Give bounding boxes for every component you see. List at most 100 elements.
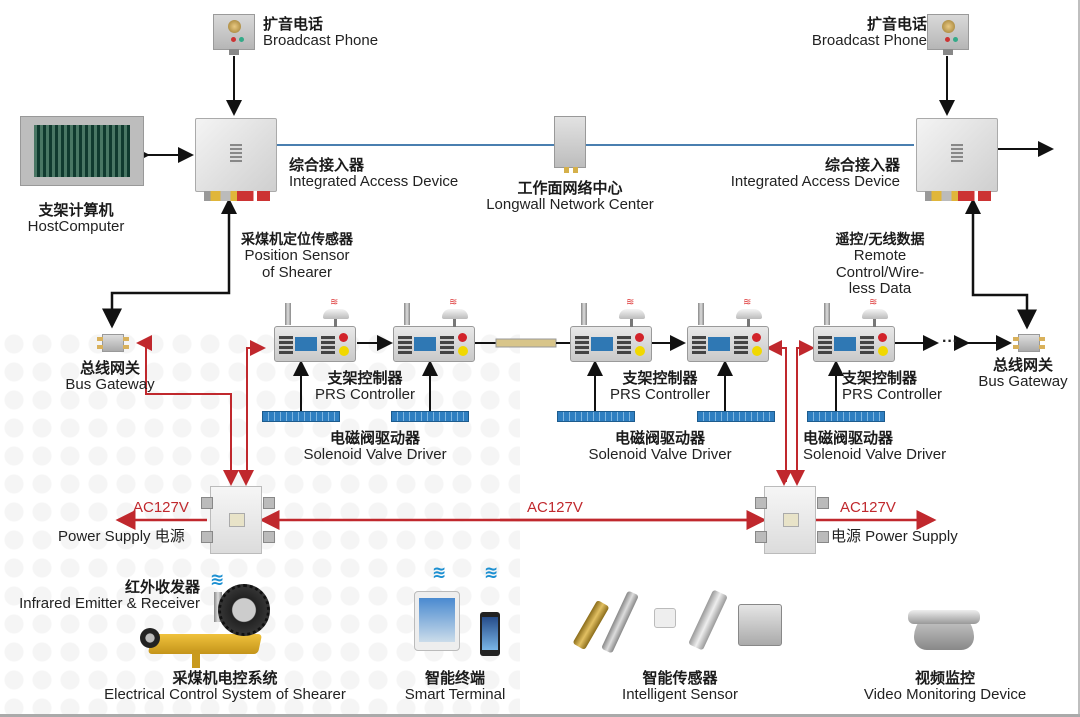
label-zh: 采煤机电控系统: [172, 669, 278, 687]
prs-controller-icon: ≋: [393, 297, 475, 362]
smart-terminal-label: 智能终端 Smart Terminal: [390, 670, 520, 703]
label-en: PRS Controller: [842, 385, 943, 403]
intelligent-sensor-label: 智能传感器 Intelligent Sensor: [600, 670, 760, 703]
wifi-icon: ≋: [210, 570, 225, 589]
label-zh: 支架控制器: [622, 369, 698, 387]
infrared-label: 红外收发器 Infrared Emitter & Receiver: [19, 579, 200, 612]
prs-controller-icon: ≋: [687, 297, 769, 362]
wifi-icon: ≋: [432, 563, 447, 582]
label-zh: 扩音电话: [263, 15, 324, 33]
label-zh: 总线网关: [992, 356, 1053, 374]
label-en: Intelligent Sensor: [622, 685, 738, 703]
label-zh: 电磁阀驱动器: [803, 429, 894, 447]
wifi-icon: ≋: [484, 563, 499, 582]
network-center-icon: [554, 116, 586, 173]
prs-controller-1-label: 支架控制器 PRS Controller: [300, 370, 430, 403]
frame-border: [1078, 0, 1080, 717]
ellipsis-more-controllers: ···: [942, 333, 958, 350]
solenoid-2-label: 电磁阀驱动器 Solenoid Valve Driver: [575, 430, 745, 463]
label-en: Remote: [853, 247, 907, 265]
bus-gateway-right-label: 总线网关 Bus Gateway: [958, 357, 1080, 390]
power-ps-left-prs1: [246, 340, 266, 480]
label-en: Bus Gateway: [65, 375, 155, 393]
power-supply-right-label: 电源 Power Supply: [831, 528, 958, 545]
label-en: Integrated Access Device: [730, 172, 900, 190]
label-zh: 支架控制器: [842, 369, 918, 387]
remote-wireless-label: 遥控/无线数据 Remote Control/Wire- less Data: [815, 232, 945, 298]
label-en: Solenoid Valve Driver: [303, 445, 447, 463]
label-zh: 采煤机定位传感器: [241, 232, 353, 248]
label-zh: 扩音电话: [866, 15, 927, 33]
iad-left-label: 综合接入器 Integrated Access Device: [289, 157, 458, 190]
power-supply-icon: [755, 486, 829, 554]
frame-border: [0, 714, 1080, 717]
host-computer-label: 支架计算机 HostComputer: [14, 202, 138, 235]
label-en: Broadcast Phone: [811, 31, 927, 49]
label-en: less Data: [848, 280, 912, 298]
label-en: Integrated Access Device: [289, 172, 459, 190]
broadcast-phone-right-label: 扩音电话 Broadcast Phone: [812, 16, 927, 49]
broadcast-phone-icon: [927, 14, 969, 55]
label-en: Position Sensor: [244, 247, 350, 265]
power-supply-icon: [201, 486, 275, 554]
broadcast-phone-left-label: 扩音电话 Broadcast Phone: [263, 16, 378, 49]
position-sensor-label: 采煤机定位传感器 Position Sensor of Shearer: [232, 232, 362, 281]
sensor-icon: [654, 608, 676, 628]
label-zh: 总线网关: [79, 359, 140, 377]
shearer-icon: [140, 584, 270, 674]
label-en: Smart Terminal: [404, 685, 506, 703]
prs-controller-icon: ≋: [274, 297, 356, 362]
solenoid-valve-driver-icon: [262, 411, 340, 422]
link-iad-right-gateway: [971, 198, 1037, 330]
label-zh: 智能传感器: [642, 669, 718, 687]
power-ps-right-prs4: [766, 340, 787, 482]
smartphone-icon: [480, 612, 500, 656]
label-zh: 综合接入器: [824, 156, 900, 174]
tablet-icon: [414, 591, 460, 651]
ac-voltage-right: AC127V: [840, 499, 896, 516]
label-en: Solenoid Valve Driver: [803, 445, 947, 463]
cable-connector: [495, 338, 557, 348]
prs-controller-3-label: 支架控制器 PRS Controller: [842, 370, 942, 403]
label-en: Broadcast Phone: [263, 31, 379, 49]
solenoid-valve-driver-icon: [557, 411, 635, 422]
prs-controller-2-label: 支架控制器 PRS Controller: [595, 370, 725, 403]
solenoid-valve-driver-icon: [391, 411, 469, 422]
solenoid-valve-driver-icon: [807, 411, 885, 422]
label-en: Bus Gateway: [978, 372, 1068, 390]
shearer-label: 采煤机电控系统 Electrical Control System of She…: [80, 670, 370, 703]
label-zh: 视频监控: [914, 669, 975, 687]
bus-gateway-icon: [1013, 334, 1045, 352]
pressure-switch-icon: [738, 604, 782, 646]
label-zh: 智能终端: [424, 669, 485, 687]
label-en: Electrical Control System of Shearer: [104, 685, 346, 703]
access-device-icon: [916, 118, 998, 201]
prs-controller-icon: ≋: [570, 297, 652, 362]
label-en: HostComputer: [27, 217, 125, 235]
label-en: Infrared Emitter & Receiver: [19, 594, 200, 612]
label-zh: 综合接入器: [289, 156, 365, 174]
label-zh: 电磁阀驱动器: [614, 429, 705, 447]
prs-controller-icon: ≋: [813, 297, 895, 362]
label-en: Solenoid Valve Driver: [588, 445, 732, 463]
network-center-label: 工作面网络中心 Longwall Network Center: [470, 180, 670, 213]
ac-voltage-left: AC127V: [133, 499, 189, 516]
label-zh: 支架计算机: [38, 201, 114, 219]
host-computer-icon: [20, 116, 144, 186]
label-en: of Shearer: [261, 263, 333, 281]
bus-gateway-left-label: 总线网关 Bus Gateway: [40, 360, 180, 393]
broadcast-phone-icon: [213, 14, 255, 55]
power-supply-left-label: Power Supply 电源: [58, 528, 185, 545]
label-zh: 工作面网络中心: [517, 179, 623, 197]
label-zh: 遥控/无线数据: [835, 232, 925, 248]
bus-gateway-icon: [97, 334, 129, 352]
label-zh: 电磁阀驱动器: [329, 429, 420, 447]
label-en: PRS Controller: [314, 385, 416, 403]
video-monitoring-label: 视频监控 Video Monitoring Device: [850, 670, 1040, 703]
label-en: Control/Wire-: [835, 263, 925, 281]
solenoid-1-label: 电磁阀驱动器 Solenoid Valve Driver: [290, 430, 460, 463]
solenoid-3-label: 电磁阀驱动器 Solenoid Valve Driver: [803, 430, 946, 463]
access-device-icon: [195, 118, 277, 201]
power-ps-right-prs5: [796, 340, 815, 482]
